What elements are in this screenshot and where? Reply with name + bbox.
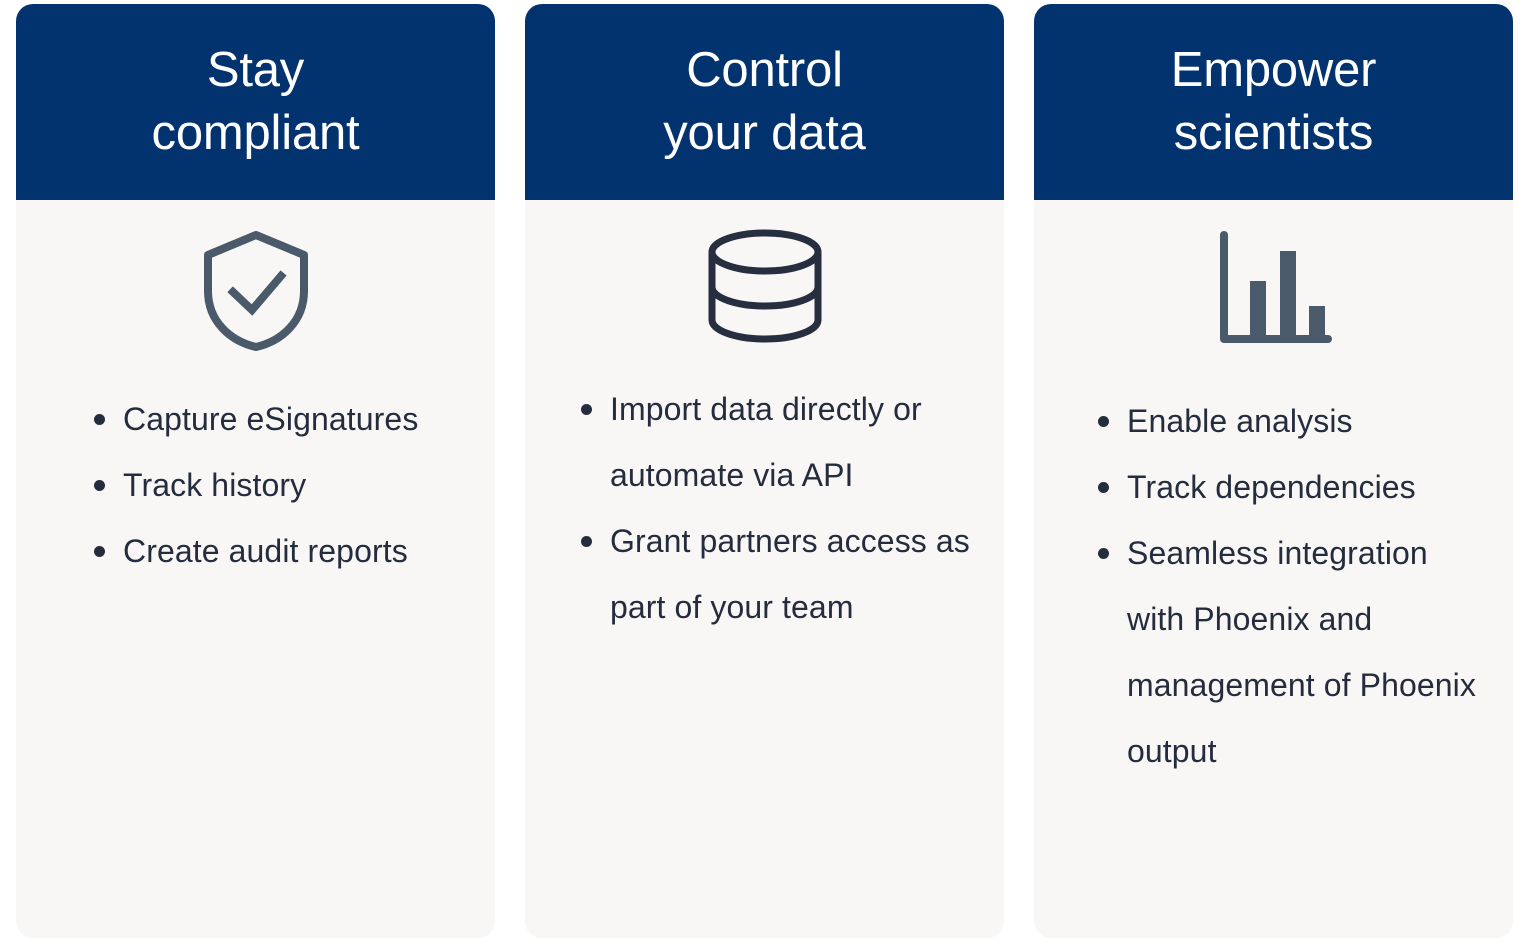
list-item: Track dependencies — [1092, 454, 1489, 520]
list-item-label: Track history — [123, 467, 307, 503]
shield-check-icon — [200, 229, 312, 358]
list-item-label: Create audit reports — [123, 533, 408, 569]
card-icon-wrap — [1034, 200, 1513, 388]
bullet-dot-icon — [94, 546, 105, 557]
feature-card-control-your-data: Control your data Import data directly o… — [525, 4, 1004, 938]
list-item-label: Enable analysis — [1127, 403, 1353, 439]
card-title: Control your data — [663, 43, 866, 160]
bullet-dot-icon — [94, 480, 105, 491]
list-item: Import data directly or automate via API — [575, 376, 980, 508]
feature-bullet-list: Enable analysis Track dependencies Seaml… — [1034, 388, 1513, 784]
card-header: Stay compliant — [16, 4, 495, 200]
list-item: Seamless integration with Phoenix and ma… — [1092, 520, 1489, 784]
feature-card-empower-scientists: Empower scientists Enable analysis — [1034, 4, 1513, 938]
bullet-dot-icon — [581, 536, 592, 547]
bullet-dot-icon — [1098, 416, 1109, 427]
list-item: Capture eSignatures — [88, 386, 477, 452]
list-item-label: Import data directly or automate via API — [610, 391, 922, 493]
card-icon-wrap — [525, 200, 1004, 376]
bullet-dot-icon — [1098, 548, 1109, 559]
list-item-label: Track dependencies — [1127, 469, 1416, 505]
list-item: Grant partners access as part of your te… — [575, 508, 980, 640]
card-title: Empower scientists — [1170, 43, 1377, 160]
bar-chart-icon — [1216, 230, 1332, 358]
card-body: Import data directly or automate via API… — [525, 200, 1004, 938]
feature-card-stay-compliant: Stay compliant Capture eSignatures — [16, 4, 495, 938]
card-body: Enable analysis Track dependencies Seaml… — [1034, 200, 1513, 938]
database-icon — [703, 227, 827, 350]
feature-bullet-list: Import data directly or automate via API… — [525, 376, 1004, 640]
bullet-dot-icon — [581, 404, 592, 415]
list-item: Enable analysis — [1092, 388, 1489, 454]
list-item: Create audit reports — [88, 518, 477, 584]
card-icon-wrap — [16, 200, 495, 386]
list-item-label: Grant partners access as part of your te… — [610, 523, 970, 625]
bullet-dot-icon — [1098, 482, 1109, 493]
card-header: Control your data — [525, 4, 1004, 200]
card-body: Capture eSignatures Track history Create… — [16, 200, 495, 938]
list-item-label: Capture eSignatures — [123, 401, 419, 437]
card-header: Empower scientists — [1034, 4, 1513, 200]
list-item-label: Seamless integration with Phoenix and ma… — [1127, 535, 1476, 769]
bullet-dot-icon — [94, 414, 105, 425]
list-item: Track history — [88, 452, 477, 518]
card-title: Stay compliant — [151, 43, 360, 160]
feature-bullet-list: Capture eSignatures Track history Create… — [16, 386, 495, 584]
